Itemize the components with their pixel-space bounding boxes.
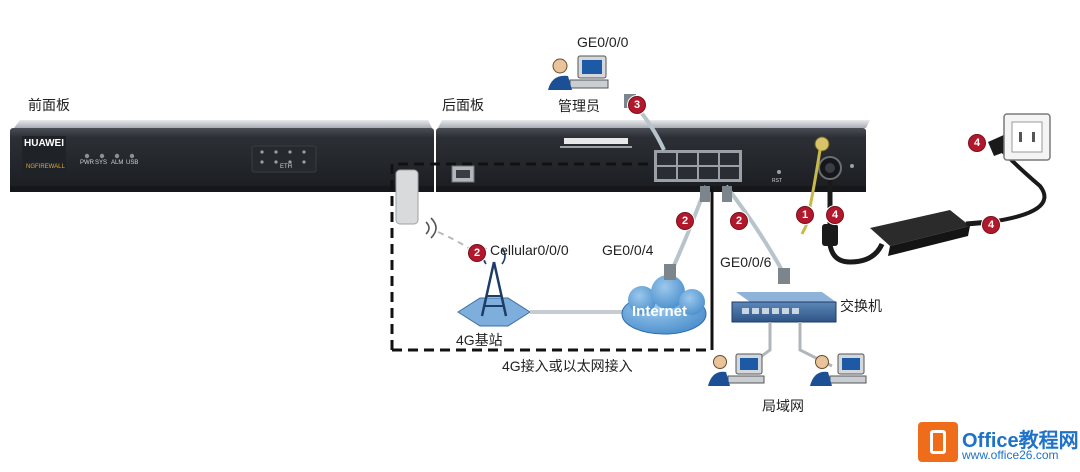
huawei-logo-plate	[22, 136, 66, 176]
internet-label: Internet	[632, 303, 688, 320]
ground-screw	[814, 136, 830, 152]
step-badge-4-wall: 4	[968, 134, 986, 152]
eth-label: ETH	[280, 164, 292, 170]
rst-label: RST	[772, 178, 782, 184]
step-badge-3: 3	[628, 96, 646, 114]
office-logo-glyph	[930, 430, 946, 454]
ngfw-brand: NGFIREWALL	[26, 164, 65, 170]
switch-label: 交换机	[840, 298, 882, 314]
admin-label: 管理员	[558, 98, 600, 114]
cellular-label: Cellular0/0/0	[490, 242, 569, 258]
step-badge-2-ge004: 2	[676, 212, 694, 230]
logo-title: Office教程网	[962, 430, 1079, 452]
power-adapter-icon	[870, 210, 970, 256]
step-badge-2-ge006: 2	[730, 212, 748, 230]
status-leds	[84, 153, 135, 159]
step-badge-4-socket: 4	[826, 206, 844, 224]
led-label-pwr: PWR	[80, 160, 94, 166]
step-badge-4-adapter: 4	[982, 216, 1000, 234]
led-label-usb: USB	[126, 160, 139, 166]
step-badge-1: 1	[796, 206, 814, 224]
base-station-label: 4G基站	[456, 332, 503, 348]
rear-panel-device	[436, 120, 870, 192]
ethernet-ports	[654, 150, 742, 182]
front-panel-label: 前面板	[28, 97, 70, 113]
office-logo-icon	[918, 422, 958, 462]
logo-url: www.office26.com	[962, 448, 1059, 462]
rst-button	[777, 170, 781, 174]
eth-led-array	[260, 150, 306, 164]
rear-panel-label: 后面板	[442, 97, 484, 113]
step-badge-2-cellular: 2	[468, 244, 486, 262]
front-panel-device	[10, 120, 434, 192]
ge004-label: GE0/0/4	[602, 242, 654, 258]
wireless-module	[395, 169, 437, 239]
ge006-label: GE0/0/6	[720, 254, 772, 270]
access-region-border	[390, 162, 714, 350]
cable-ge006	[724, 184, 786, 275]
lan-pc-left-icon	[708, 353, 765, 386]
ge000-label: GE0/0/0	[577, 34, 629, 50]
led-label-sys: SYS	[95, 160, 108, 166]
admin-pc-icon	[548, 55, 609, 90]
wall-socket-icon	[1003, 113, 1051, 161]
sd-card-slot	[564, 138, 628, 144]
led-label-alm: ALM	[111, 160, 124, 166]
internet-cloud-icon	[621, 275, 707, 335]
access-caption: 4G接入或以太网接入	[502, 358, 633, 374]
lan-label: 局域网	[762, 398, 804, 414]
huawei-brand: HUAWEI	[24, 138, 64, 149]
base-station-tower-icon	[457, 247, 531, 327]
wireless-link	[437, 231, 487, 263]
lan-pc-right-icon	[810, 353, 867, 386]
switch-icon	[731, 292, 837, 323]
